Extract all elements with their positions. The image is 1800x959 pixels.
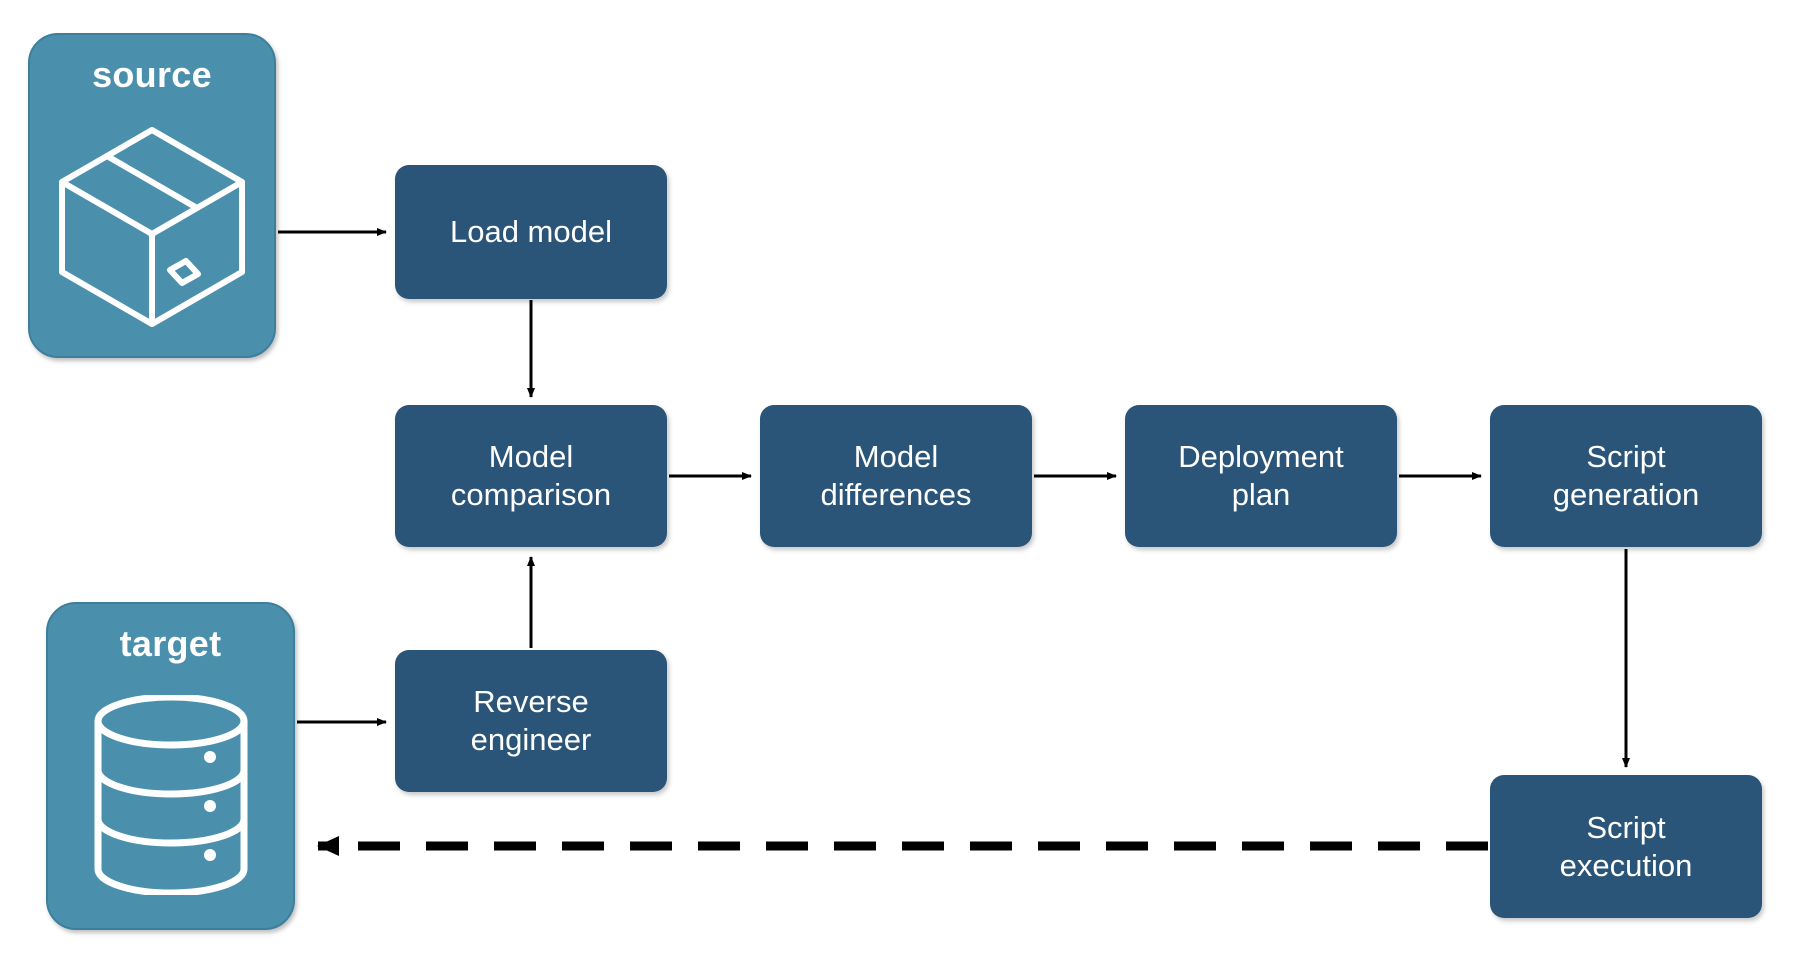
endpoint-source[interactable]: source <box>28 33 276 358</box>
process-deployment-plan-line-2: plan <box>1231 477 1291 512</box>
process-script-generation-line-2: generation <box>1552 477 1700 512</box>
process-model-differences[interactable]: Model differences <box>760 405 1032 547</box>
endpoint-target-label: target <box>119 623 222 664</box>
process-load-model[interactable]: Load model <box>395 165 667 299</box>
process-deployment-plan-line-1: Deployment <box>1178 439 1344 475</box>
endpoint-target[interactable]: target <box>46 602 295 930</box>
process-script-execution-line-2: execution <box>1559 847 1693 883</box>
process-model-comparison[interactable]: Model comparison <box>395 405 667 547</box>
process-deployment-plan[interactable]: Deployment plan <box>1125 405 1397 547</box>
process-model-comparison-line-1: Model <box>488 439 574 475</box>
process-model-differences-line-1: Model <box>853 439 939 475</box>
process-reverse-engineer-line-1: Reverse <box>473 684 589 720</box>
process-model-comparison-line-2: comparison <box>450 477 612 512</box>
process-reverse-engineer[interactable]: Reverse engineer <box>395 650 667 792</box>
process-script-execution[interactable]: Script execution <box>1490 775 1762 918</box>
database-cylinder-icon <box>48 662 293 928</box>
process-script-generation-line-1: Script <box>1586 439 1666 475</box>
process-load-model-line-1: Load model <box>449 214 612 250</box>
endpoint-source-label: source <box>92 54 212 95</box>
process-script-execution-line-1: Script <box>1586 809 1666 845</box>
process-reverse-engineer-line-2: engineer <box>470 722 592 757</box>
process-script-generation[interactable]: Script generation <box>1490 405 1762 547</box>
process-model-differences-line-2: differences <box>820 477 972 512</box>
package-box-icon <box>30 93 274 356</box>
